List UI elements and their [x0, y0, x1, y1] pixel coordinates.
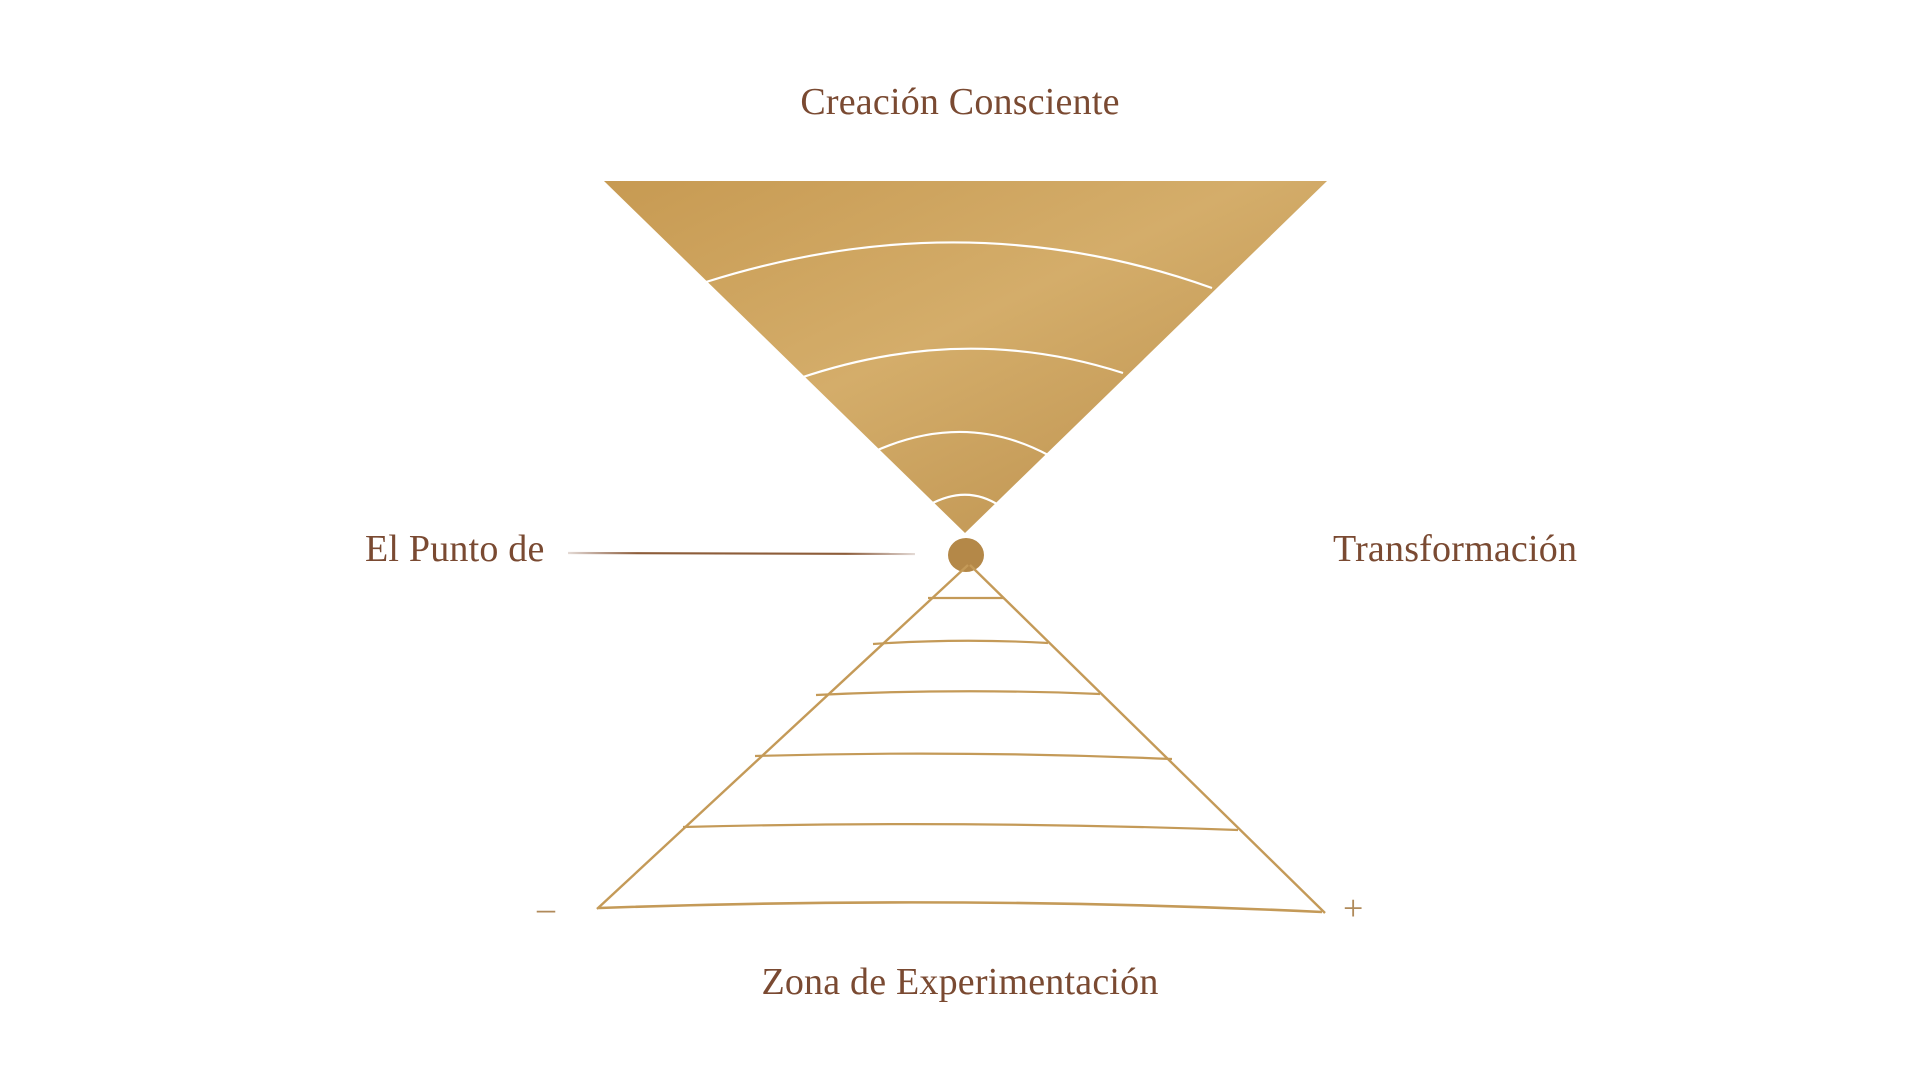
top-arc-1	[705, 241, 1213, 290]
bottom-rung-4	[754, 752, 1173, 761]
label-experimentation-zone: Zona de Experimentación	[761, 961, 1159, 1003]
bottom-triangle-base	[598, 901, 1323, 914]
transformation-point	[948, 538, 984, 572]
horizontal-line-left	[567, 551, 916, 556]
top-arc-2	[799, 347, 1124, 380]
minus-sign: –	[537, 888, 555, 928]
bottom-rung-2	[872, 639, 1049, 646]
bottom-rung-5	[682, 823, 1239, 832]
bottom-triangle-left-edge	[596, 564, 969, 910]
plus-sign: +	[1343, 888, 1364, 928]
top-arc-4	[928, 493, 1001, 507]
label-conscious-creation: Creación Consciente	[800, 81, 1120, 123]
bottom-rung-3	[815, 690, 1101, 697]
top-inverted-triangle	[604, 181, 1327, 533]
bottom-triangle-right-edge	[969, 564, 1326, 914]
label-point-of: El Punto de	[365, 528, 545, 570]
top-arc-3	[872, 430, 1051, 457]
label-transformation: Transformación	[1333, 528, 1578, 570]
